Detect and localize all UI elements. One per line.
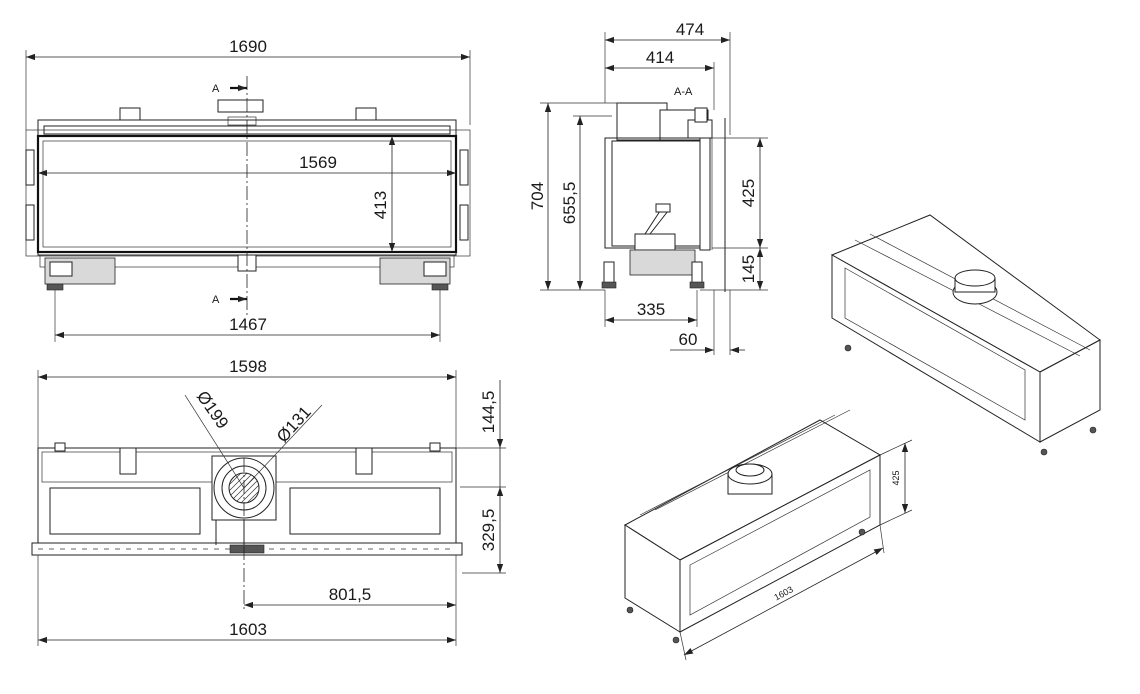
section-mark-a-top: A — [212, 83, 220, 95]
dim-section-body-depth: 414 — [646, 48, 674, 67]
dim-section-total-height: 704 — [528, 182, 547, 210]
top-view: 1598 Ø199 Ø131 144,5 32 — [31, 357, 506, 646]
dim-top-flue-outer: Ø199 — [193, 387, 232, 432]
iso-view-lower: 1603 425 — [624, 409, 913, 661]
dim-top-flue-inner: Ø131 — [273, 403, 315, 447]
dim-front-foot-spacing: 1467 — [229, 315, 267, 334]
iso-view-upper — [830, 214, 1101, 456]
dim-top-back-offset: 144,5 — [479, 391, 498, 434]
dim-top-flue-depth: 329,5 — [479, 509, 498, 552]
dim-front-glass-width: 1569 — [299, 153, 337, 172]
dim-iso-length: 1603 — [772, 584, 794, 602]
section-view-title: A-A — [674, 86, 693, 98]
dim-top-overall-width: 1603 — [229, 620, 267, 639]
dim-section-body-height: 655,5 — [560, 182, 579, 225]
dim-section-foot-depth: 335 — [637, 300, 665, 319]
section-mark-a-bottom: A — [212, 294, 220, 306]
dim-section-base-height: 145 — [739, 255, 758, 283]
dim-section-front-offset: 60 — [679, 330, 698, 349]
dim-section-glass-height: 425 — [739, 179, 758, 207]
dim-front-glass-height: 413 — [371, 191, 390, 219]
dim-iso-height: 425 — [891, 470, 901, 485]
section-view: A-A 474 414 704 — [528, 20, 768, 355]
dim-top-flue-center: 801,5 — [329, 585, 372, 604]
front-view: 1690 A A 1569 413 — [25, 37, 471, 342]
dim-top-width: 1598 — [229, 357, 267, 376]
dim-front-overall-width: 1690 — [229, 37, 267, 56]
dim-section-total-depth: 474 — [676, 20, 704, 39]
